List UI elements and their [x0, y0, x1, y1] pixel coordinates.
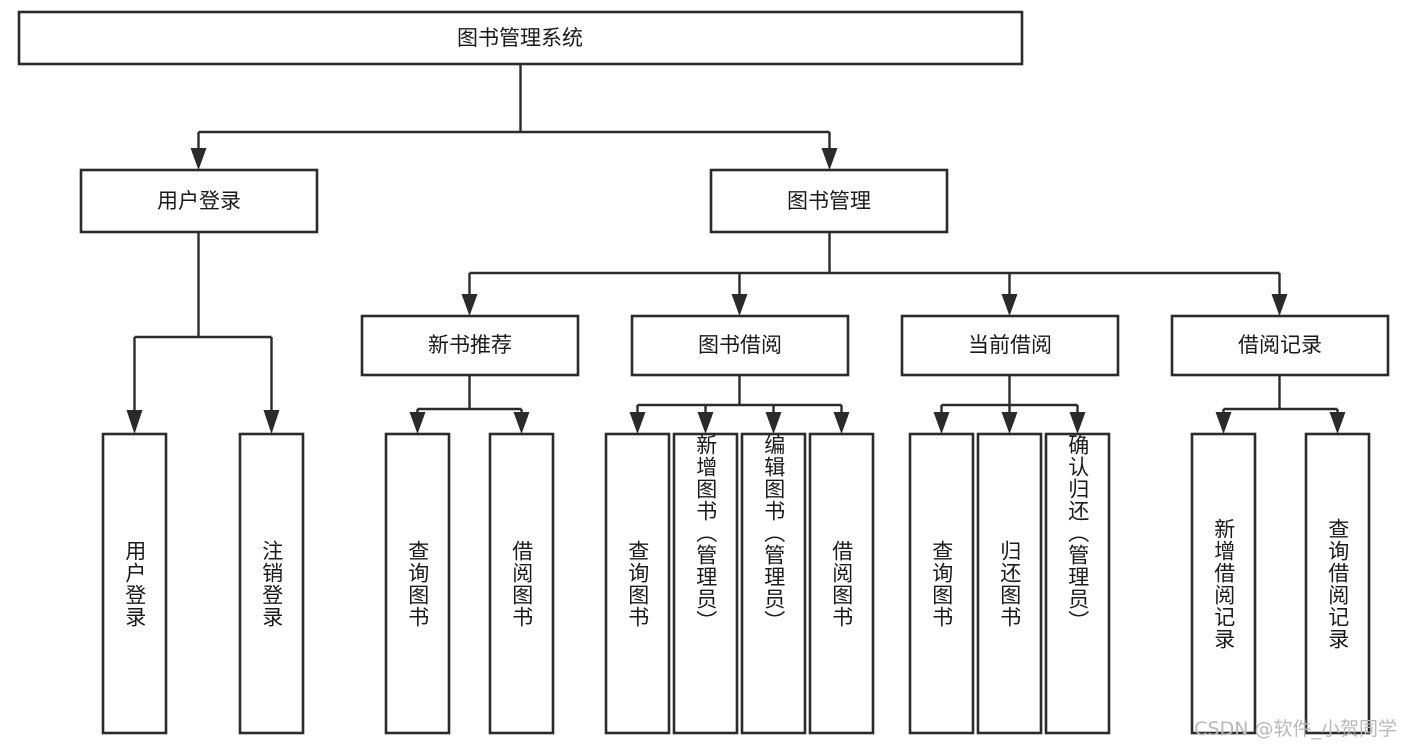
node-label-borrow-record: 借阅记录 [1238, 333, 1322, 357]
watermark-text: CSDN @软件_小贺同学 [1194, 718, 1397, 740]
node-current-borrow[interactable]: 当前借阅 [900, 314, 1120, 377]
connector-group-new-book [409, 375, 530, 434]
node-user-login[interactable]: 用户登录 [79, 168, 319, 234]
node-root-system[interactable]: 图书管理系统 [17, 10, 1024, 66]
node-leaf-confirm-return[interactable] [1044, 432, 1111, 735]
node-book-borrow[interactable]: 图书借阅 [630, 314, 850, 377]
connector-group-book-mgmt [461, 232, 1288, 316]
node-leaf-logout[interactable] [238, 432, 305, 735]
node-leaf-query-record[interactable] [1304, 432, 1371, 735]
node-book-management[interactable]: 图书管理 [709, 168, 949, 234]
node-label-book-management: 图书管理 [787, 189, 871, 213]
node-leaf-return-book[interactable] [976, 432, 1043, 735]
node-label-current-borrow: 当前借阅 [968, 333, 1052, 357]
node-label-user-login: 用户登录 [157, 189, 241, 213]
node-leaf-add-book[interactable] [672, 432, 739, 735]
node-new-book-recommend[interactable]: 新书推荐 [360, 314, 580, 377]
connector-group-root [190, 64, 838, 170]
node-leaf-query-book-2[interactable] [604, 432, 671, 735]
node-label-book-borrow: 图书借阅 [698, 333, 782, 357]
connector-group-book-borrow [629, 375, 850, 434]
connector-group-current-borrow [933, 375, 1086, 434]
node-borrow-record[interactable]: 借阅记录 [1170, 314, 1390, 377]
connector-group-user-login [126, 232, 280, 434]
node-leaf-user-login[interactable] [101, 432, 168, 735]
connector-group-borrow-record [1215, 375, 1346, 434]
node-label-root: 图书管理系统 [457, 26, 583, 50]
node-label-new-book-recommend: 新书推荐 [428, 333, 512, 357]
node-leaf-borrow-book-2[interactable] [808, 432, 875, 735]
node-leaf-borrow-book-1[interactable] [488, 432, 555, 735]
node-leaf-add-record[interactable] [1190, 432, 1257, 735]
node-leaf-query-book-1[interactable] [384, 432, 451, 735]
node-leaf-query-book-3[interactable] [908, 432, 975, 735]
node-leaf-edit-book[interactable] [740, 432, 807, 735]
